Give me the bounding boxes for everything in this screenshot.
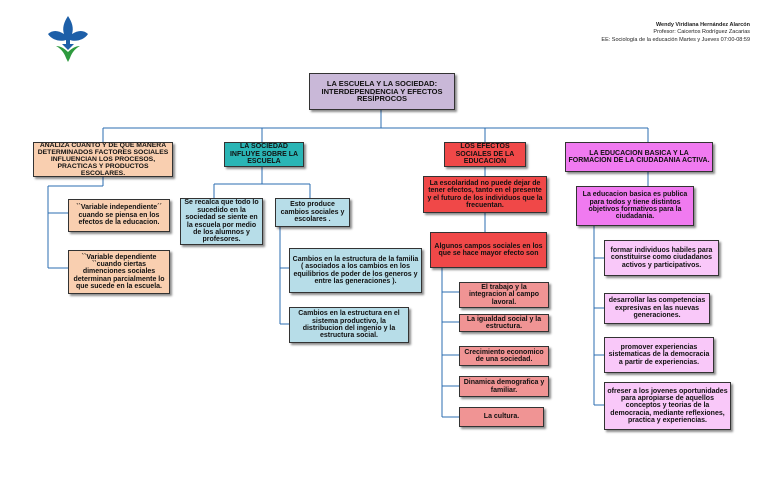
col2-right: Esto produce cambios sociales y escolare…: [275, 198, 350, 227]
course-info: EE: Sociología de la educación Martes y …: [601, 36, 750, 43]
col1-header: ANALIZA CUANTO Y DE QUE MANERA DETERMINA…: [33, 142, 173, 177]
col3-item-4: La cultura.: [459, 407, 544, 427]
author-info: Wendy Viridiana Hernández Alarcón Profes…: [601, 22, 750, 44]
col2-header: LA SOCIEDAD INFLUYE SOBRE LA ESCUELA: [224, 142, 304, 167]
col4-item-3: ofreser a los jovenes oportunidades para…: [604, 382, 731, 430]
col3-item-0: El trabajo y la integracion al campo lav…: [459, 282, 549, 308]
col3-item-1: La igualdad social y la estructura.: [459, 314, 549, 332]
col2-left: Se recalca que todo lo sucedido en la so…: [180, 198, 263, 245]
teacher-name: Profesor: Caicertos Rodríguez Zacarias: [653, 29, 750, 36]
col2-item-1: Cambios en la estructura en el sistema p…: [289, 307, 409, 343]
col3-item-3: Dinamica demografica y familiar.: [459, 376, 549, 397]
col4-item-2: promover experiencias sistematicas de la…: [604, 337, 714, 373]
col4-desc: La educacion basica es publica para todo…: [576, 186, 694, 226]
col3-item-2: Crecimiento economico de una sociedad.: [459, 346, 549, 366]
col4-header: LA EDUCACION BASICA Y LA FORMACION DE LA…: [565, 142, 713, 172]
university-logo: [44, 14, 92, 64]
col4-item-1: desarrollar las competencias expresivas …: [604, 293, 710, 324]
col3-desc: La escolaridad no puede dejar de tener e…: [423, 176, 547, 213]
col1-item-0: ``Variable independiente´´ cuando se pie…: [68, 199, 170, 232]
author-name: Wendy Viridiana Hernández Alarcón: [655, 22, 750, 28]
col1-item-1: ``Variable dependiente ``cuando ciertas …: [68, 250, 170, 294]
col3-sub: Algunos campos sociales en los que se ha…: [430, 232, 547, 268]
title-box: LA ESCUELA Y LA SOCIEDAD: INTERDEPENDENC…: [309, 73, 455, 110]
col3-header: LOS EFECTOS SOCIALES DE LA EDUCACION: [444, 142, 526, 167]
col4-item-0: formar individuos habiles para constitui…: [604, 240, 719, 276]
col2-item-0: Cambios en la estructura de la familia (…: [289, 248, 422, 293]
